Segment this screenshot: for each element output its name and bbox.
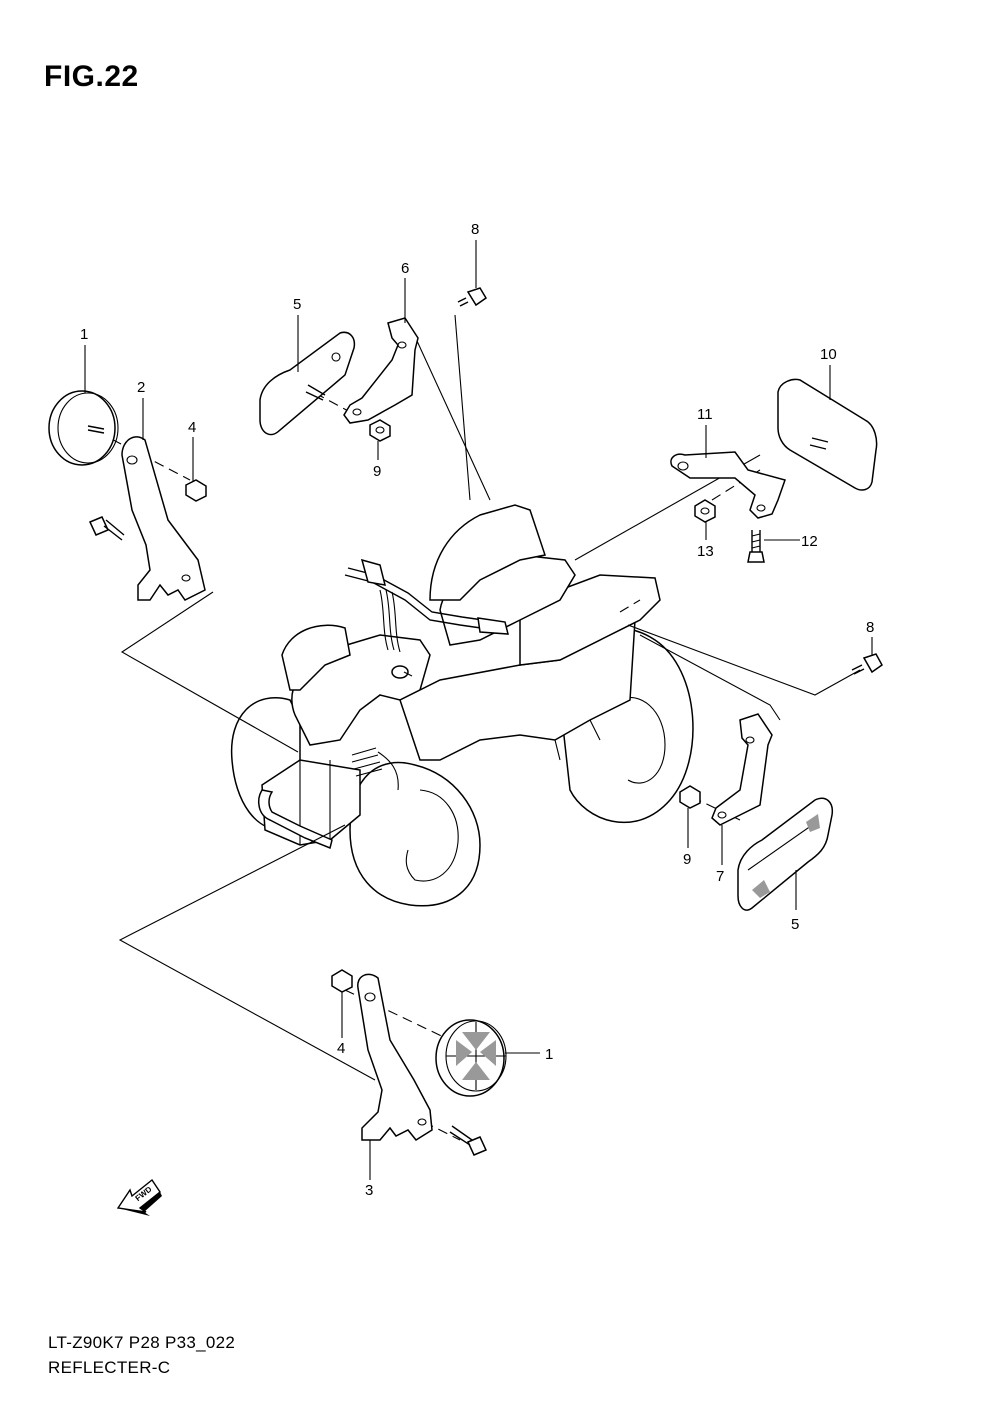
callout-10: 10: [820, 346, 837, 363]
callout-5-lower: 5: [791, 916, 799, 933]
bolt-upper-left: [88, 516, 125, 541]
callout-9-lower: 9: [683, 851, 691, 868]
callout-5-upper: 5: [293, 296, 301, 313]
callout-4-lower: 4: [337, 1040, 345, 1057]
part-9-nut-upper: [369, 419, 391, 442]
part-9-nut-lower: [679, 785, 701, 809]
callout-8-upper: 8: [471, 221, 479, 238]
figure-title: FIG.22: [44, 60, 139, 93]
callout-labels: 1 2 4 5 6 8 9 10 11 12 13 8 9 7 5 4 1 3: [80, 221, 874, 1199]
section-name: REFLECTER-C: [48, 1358, 171, 1377]
part-12-screw: [747, 530, 765, 563]
callout-1-lower: 1: [545, 1046, 553, 1063]
part-6-reflector-bracket: [343, 317, 419, 424]
part-7-reflector-bracket: [711, 713, 773, 826]
callout-3: 3: [365, 1182, 373, 1199]
callout-13: 13: [697, 543, 714, 560]
callout-1-upper: 1: [80, 326, 88, 343]
callout-11: 11: [697, 406, 713, 423]
atv-vehicle-drawing: [230, 504, 694, 907]
part-4-nut-upper: [185, 479, 207, 502]
part-1-round-reflector-lower: [435, 1019, 507, 1097]
callout-7: 7: [716, 868, 724, 885]
part-4-nut-lower: [331, 969, 353, 993]
part-11-reflector-bracket: [670, 451, 786, 519]
callout-6: 6: [401, 260, 409, 277]
forward-arrow-icon: FWD: [116, 1178, 162, 1216]
callout-8-lower: 8: [866, 619, 874, 636]
part-13-nut: [694, 499, 716, 523]
part-10-rear-reflector: [777, 378, 878, 491]
part-5-rect-reflector-lower: [737, 797, 834, 911]
callout-leaders: [84, 240, 873, 1180]
callout-2: 2: [137, 379, 145, 396]
part-3-reflector-bracket: [357, 973, 433, 1141]
callout-12: 12: [801, 533, 818, 550]
part-8-bolt-lower: [851, 653, 883, 675]
callout-9-upper: 9: [373, 463, 381, 480]
model-code: LT-Z90K7 P28 P33_022: [48, 1333, 236, 1352]
callout-4-upper: 4: [188, 419, 196, 436]
part-5-rect-reflector-upper: [259, 331, 356, 436]
part-1-round-reflector-upper: [48, 390, 119, 466]
part-2-reflector-bracket: [121, 436, 206, 601]
part-8-bolt-upper: [457, 287, 488, 307]
bolt-lower: [449, 1125, 488, 1156]
